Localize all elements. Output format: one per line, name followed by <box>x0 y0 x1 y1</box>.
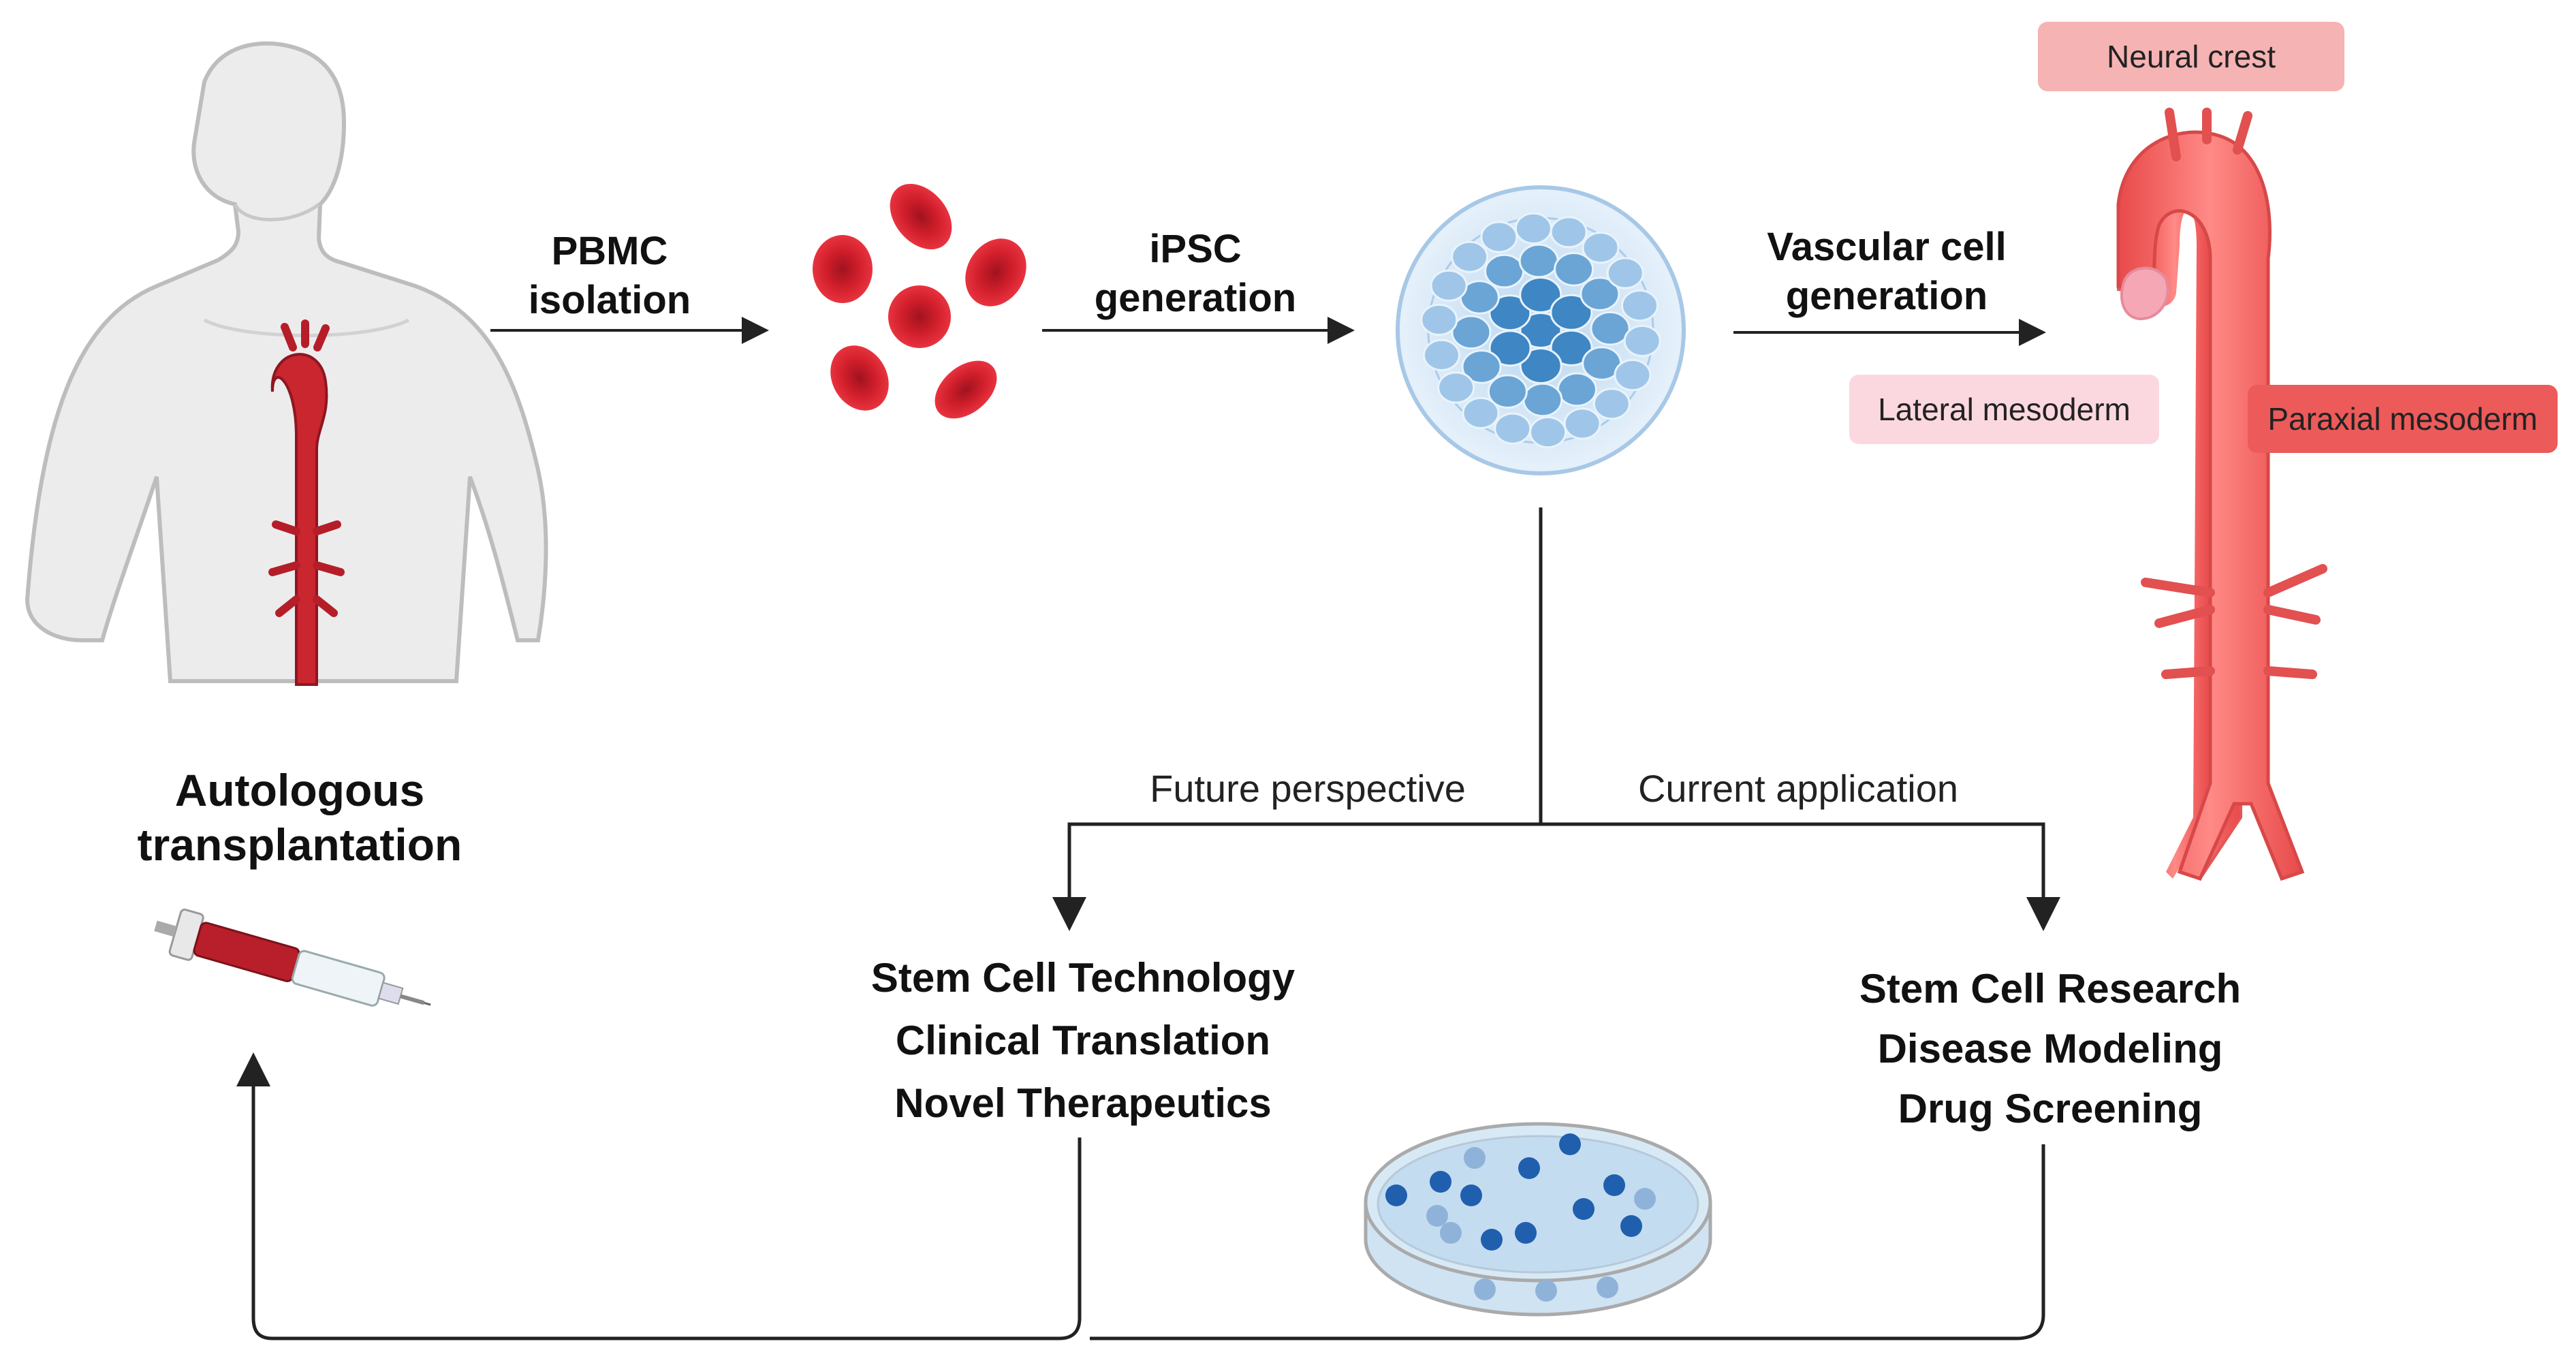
autologous-line2: transplantation <box>137 819 462 870</box>
colony-cell <box>1487 374 1528 409</box>
colony-cell <box>1592 388 1631 420</box>
dish-cell <box>1481 1229 1503 1251</box>
dish-cell <box>1460 1184 1482 1206</box>
outcome-stem-cell-research: Stem Cell Research <box>1859 966 2242 1011</box>
ipsc-label-line1: iPSC <box>1149 227 1242 271</box>
pbmc-label-line2: isolation <box>528 278 691 322</box>
colony-cell <box>1580 277 1620 311</box>
colony-cell <box>1606 257 1644 289</box>
vascular-generation-label: Vascular cell generation <box>1730 223 2043 321</box>
colony-cell <box>1556 372 1597 407</box>
process-arrows <box>490 317 2046 346</box>
colony-cell <box>1529 416 1567 449</box>
vascular-label-line2: generation <box>1785 274 1988 318</box>
current-outcomes-list: Stem Cell Research Disease Modeling Drug… <box>1812 959 2289 1139</box>
dish-cell <box>1430 1171 1451 1193</box>
ipsc-colony-icon <box>1396 185 1686 475</box>
ipsc-label-line2: generation <box>1094 276 1297 320</box>
colony-cell <box>1480 221 1518 253</box>
colony-cell <box>1430 269 1468 302</box>
colony-cell <box>1590 311 1631 346</box>
outcome-clinical-translation: Clinical Translation <box>895 1018 1271 1063</box>
dish-cell <box>1385 1184 1407 1206</box>
branch-lines <box>236 507 2060 1340</box>
dish-cell <box>1573 1198 1595 1220</box>
colony-cell <box>1451 315 1492 350</box>
dish-cell <box>1597 1276 1618 1298</box>
human-body-icon <box>25 41 548 686</box>
colony-cell <box>1514 212 1552 245</box>
colony-cell <box>1550 294 1593 331</box>
colony-cell <box>1423 339 1460 372</box>
lateral-mesoderm-tag: Lateral mesoderm <box>1849 375 2159 444</box>
dish-cell <box>1474 1278 1496 1300</box>
colony-cell <box>1484 253 1525 289</box>
colony-cell <box>1461 349 1502 384</box>
red-blood-cells-icon <box>813 183 1026 419</box>
dish-cell <box>1559 1133 1581 1155</box>
dish-cell <box>1515 1222 1537 1244</box>
outcome-stem-cell-technology: Stem Cell Technology <box>870 955 1295 1001</box>
colony-cell <box>1437 371 1475 404</box>
outcome-novel-therapeutics: Novel Therapeutics <box>894 1080 1272 1126</box>
colony-cell <box>1462 396 1500 430</box>
pbmc-label-line1: PBMC <box>551 229 668 273</box>
colony-cell <box>1621 289 1659 322</box>
neural-crest-tag: Neural crest <box>2038 22 2344 91</box>
colony-cell <box>1420 303 1458 336</box>
colony-cell <box>1522 382 1563 418</box>
outcome-disease-modeling: Disease Modeling <box>1877 1026 2223 1071</box>
petri-dish-icon <box>1364 1122 1712 1317</box>
colony-cell <box>1614 359 1652 392</box>
colony-cell <box>1623 324 1661 358</box>
colony-cell <box>1488 294 1532 332</box>
dish-cell <box>1518 1157 1540 1179</box>
future-outcomes-list: Stem Cell Technology Clinical Translatio… <box>824 947 1342 1135</box>
colony-cell <box>1451 240 1489 273</box>
aorta-icon <box>2116 108 2327 881</box>
dish-cell <box>1634 1188 1656 1210</box>
dish-cell <box>1440 1222 1462 1244</box>
colony-cell <box>1582 232 1620 264</box>
colony-cell <box>1494 412 1532 445</box>
autologous-line1: Autologous <box>174 765 425 815</box>
outcome-drug-screening: Drug Screening <box>1898 1086 2203 1131</box>
current-application-label: Current application <box>1637 767 1959 810</box>
dish-cell <box>1464 1147 1486 1169</box>
ipsc-generation-label: iPSC generation <box>1073 225 1318 323</box>
dish-cell <box>1535 1280 1557 1302</box>
dish-cell <box>1426 1205 1448 1227</box>
colony-cell <box>1550 216 1588 249</box>
colony-cell <box>1518 243 1559 279</box>
paraxial-mesoderm-tag: Paraxial mesoderm <box>2248 385 2558 453</box>
dish-cell <box>1620 1215 1642 1237</box>
colony-cell <box>1554 252 1595 287</box>
syringe-icon <box>154 908 431 1007</box>
future-perspective-label: Future perspective <box>1150 767 1466 810</box>
colony-cell <box>1563 407 1601 440</box>
autologous-transplantation-label: Autologous transplantation <box>89 763 511 872</box>
vascular-label-line1: Vascular cell <box>1767 225 2007 269</box>
dish-cell <box>1603 1174 1625 1196</box>
pbmc-isolation-label: PBMC isolation <box>524 227 695 325</box>
